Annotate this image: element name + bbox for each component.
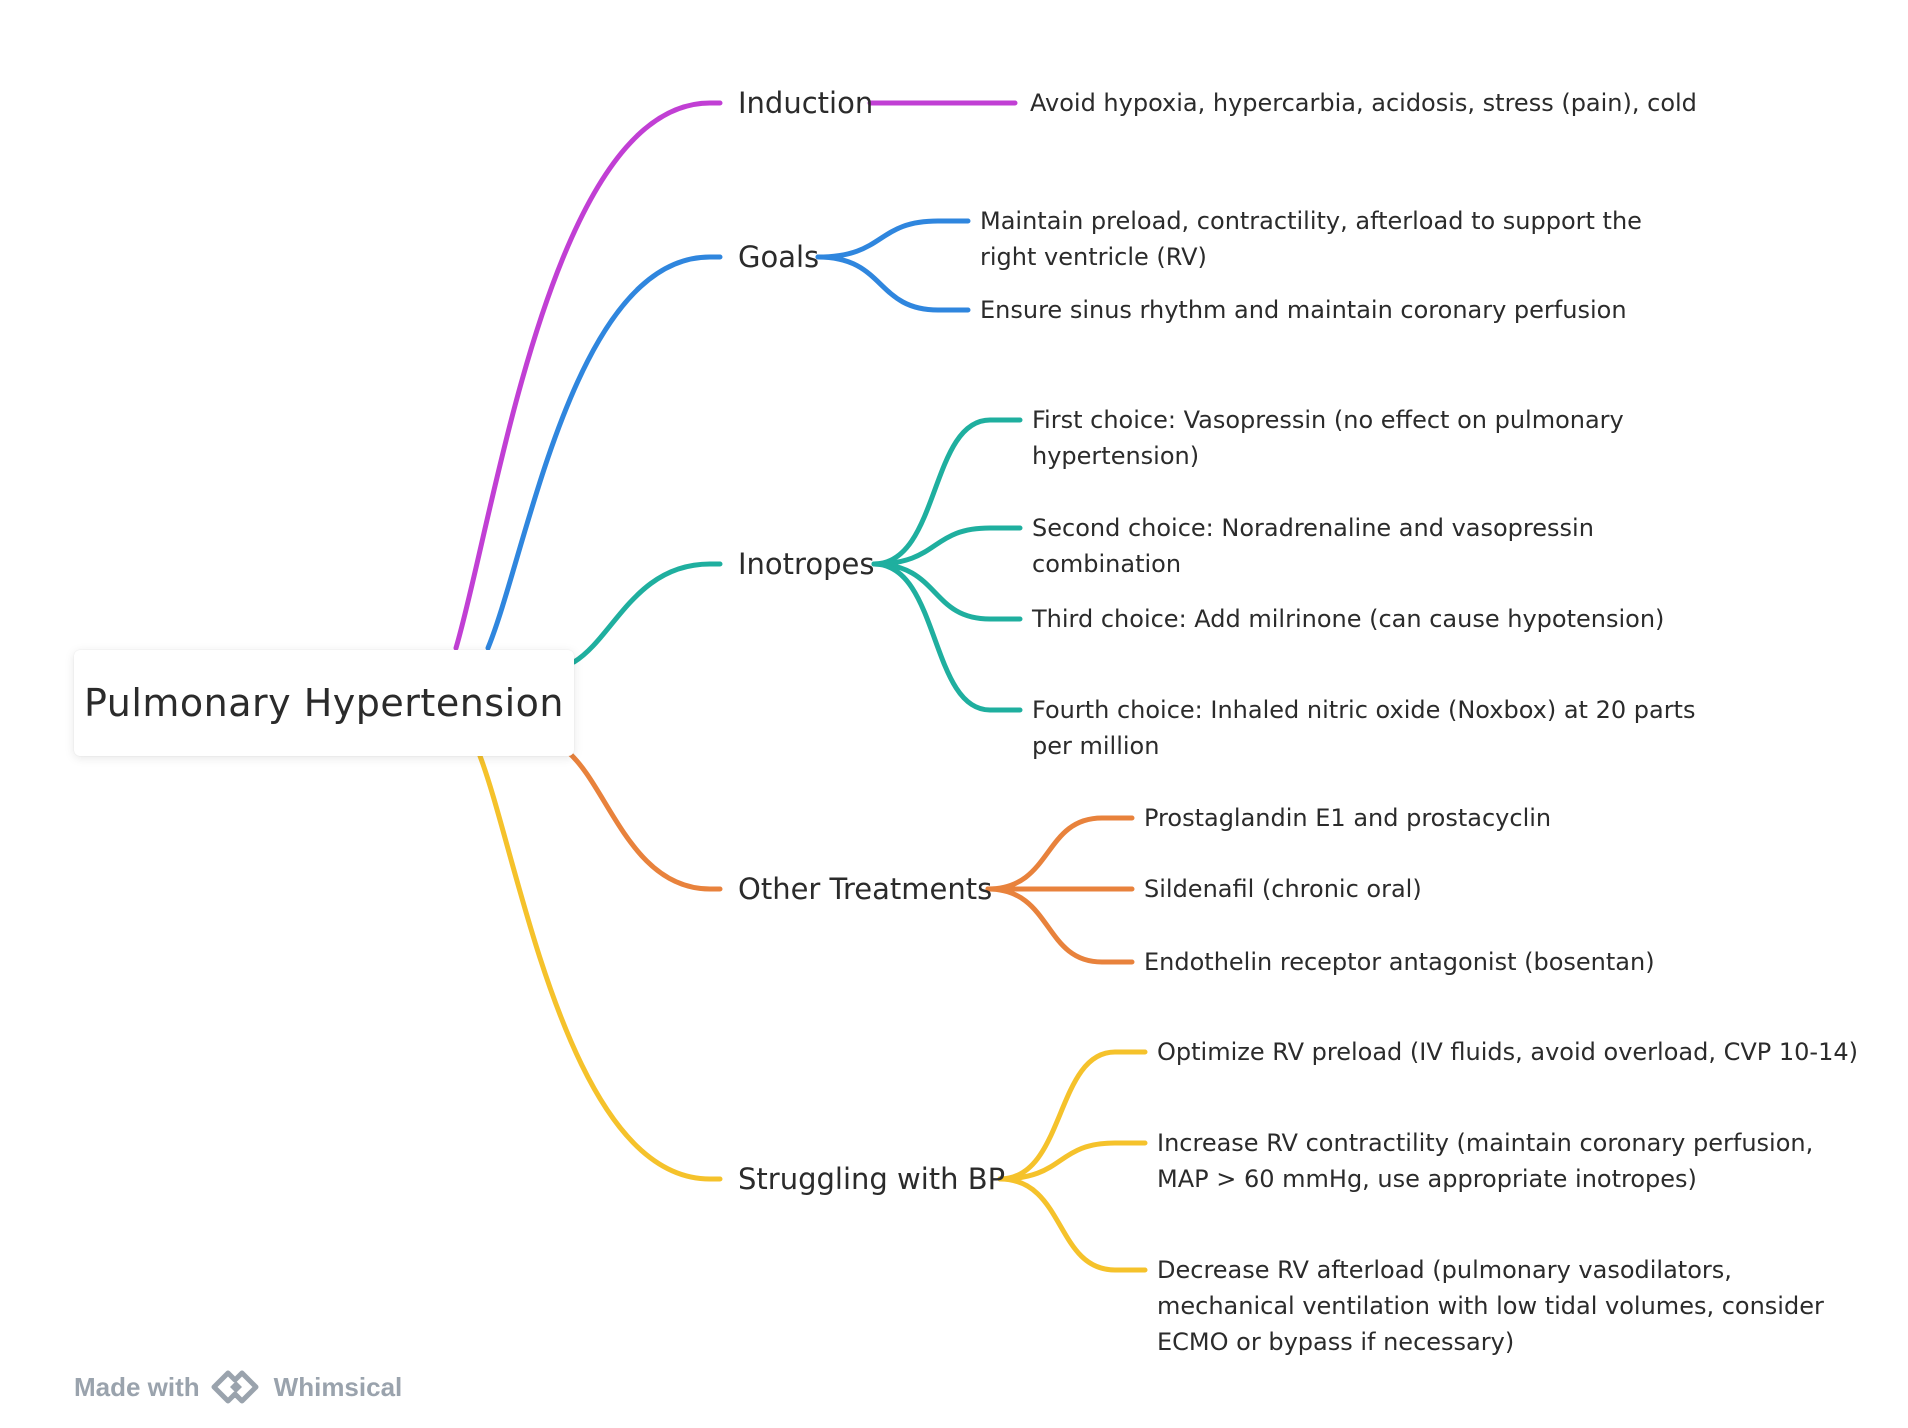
leaf-text-line: Increase RV contractility (maintain coro…	[1157, 1129, 1814, 1157]
connector-leaf-1-1	[815, 254, 971, 313]
leaf-text-line: right ventricle (RV)	[980, 243, 1207, 271]
leaf-text-line: hypertension)	[1032, 442, 1200, 470]
leaf-text-line: Prostaglandin E1 and prostacyclin	[1144, 804, 1552, 832]
leaf-text-line: ECMO or bypass if necessary)	[1157, 1328, 1515, 1356]
made-with-text: Made with	[74, 1371, 200, 1402]
leaf-node[interactable]: Ensure sinus rhythm and maintain coronar…	[980, 292, 1627, 328]
branch-node-other-treatments[interactable]: Other Treatments	[738, 872, 993, 906]
connector-leaf-2-3	[871, 561, 1023, 713]
branch-node-struggling-with-bp[interactable]: Struggling with BP	[738, 1162, 1006, 1196]
leaf-node[interactable]: Endothelin receptor antagonist (bosentan…	[1144, 944, 1655, 980]
whimsical-logo-icon	[211, 1370, 259, 1404]
connector-leaf-2-1	[871, 525, 1023, 567]
leaf-node[interactable]: Maintain preload, contractility, afterlo…	[980, 203, 1642, 275]
leaf-text-line: Decrease RV afterload (pulmonary vasodil…	[1157, 1256, 1732, 1284]
leaf-text-line: per million	[1032, 732, 1160, 760]
leaf-text-line: Maintain preload, contractility, afterlo…	[980, 207, 1642, 235]
connector-root-4	[477, 753, 723, 1182]
connector-leaf-4-1	[997, 1140, 1148, 1182]
connector-leaf-1-0	[815, 218, 971, 260]
connector-leaf-2-0	[871, 417, 1023, 567]
connector-leaf-3-2	[985, 886, 1135, 965]
connector-leaf-4-2	[997, 1176, 1148, 1273]
leaf-text-line: Third choice: Add milrinone (can cause h…	[1032, 605, 1665, 633]
whimsical-brand-text: Whimsical	[273, 1371, 403, 1402]
leaf-node[interactable]: Prostaglandin E1 and prostacyclin	[1144, 800, 1551, 836]
leaf-node[interactable]: Decrease RV afterload (pulmonary vasodil…	[1157, 1252, 1824, 1360]
connector-root-2	[571, 561, 723, 665]
connector-root-1	[485, 254, 723, 651]
leaf-text-line: MAP > 60 mmHg, use appropriate inotropes…	[1157, 1165, 1697, 1193]
leaf-node[interactable]: Third choice: Add milrinone (can cause h…	[1032, 601, 1664, 637]
leaf-text-line: mechanical ventilation with low tidal vo…	[1157, 1292, 1824, 1320]
leaf-text-line: Endothelin receptor antagonist (bosentan…	[1144, 948, 1655, 976]
connector-leaf-3-0	[985, 815, 1135, 892]
leaf-node[interactable]: Sildenafil (chronic oral)	[1144, 871, 1422, 907]
leaf-node[interactable]: First choice: Vasopressin (no effect on …	[1032, 402, 1624, 474]
leaf-text-line: Second choice: Noradrenaline and vasopre…	[1032, 514, 1594, 542]
connector-leaf-2-2	[871, 561, 1023, 622]
made-with-whimsical-badge[interactable]: Made with Whimsical	[74, 1367, 402, 1407]
root-node[interactable]: Pulmonary Hypertension	[74, 650, 574, 756]
leaf-text-line: Sildenafil (chronic oral)	[1144, 875, 1422, 903]
leaf-node[interactable]: Fourth choice: Inhaled nitric oxide (Nox…	[1032, 692, 1695, 764]
branch-node-induction[interactable]: Induction	[738, 86, 874, 120]
connector-leaf-4-0	[997, 1049, 1148, 1182]
leaf-text-line: Fourth choice: Inhaled nitric oxide (Nox…	[1032, 696, 1696, 724]
leaf-text-line: combination	[1032, 550, 1182, 578]
leaf-text-line: Avoid hypoxia, hypercarbia, acidosis, st…	[1030, 89, 1697, 117]
branch-node-goals[interactable]: Goals	[738, 240, 820, 274]
leaf-node[interactable]: Increase RV contractility (maintain coro…	[1157, 1125, 1813, 1197]
leaf-text-line: Optimize RV preload (IV fluids, avoid ov…	[1157, 1038, 1858, 1066]
leaf-node[interactable]: Second choice: Noradrenaline and vasopre…	[1032, 510, 1594, 582]
leaf-text-line: First choice: Vasopressin (no effect on …	[1032, 406, 1624, 434]
leaf-text-line: Ensure sinus rhythm and maintain coronar…	[980, 296, 1627, 324]
connector-root-0	[453, 100, 723, 651]
leaf-node[interactable]: Avoid hypoxia, hypercarbia, acidosis, st…	[1030, 85, 1697, 121]
branch-node-inotropes[interactable]: Inotropes	[738, 547, 875, 581]
leaf-node[interactable]: Optimize RV preload (IV fluids, avoid ov…	[1157, 1034, 1858, 1070]
root-node-label: Pulmonary Hypertension	[84, 681, 564, 725]
connector-root-3	[565, 749, 723, 892]
